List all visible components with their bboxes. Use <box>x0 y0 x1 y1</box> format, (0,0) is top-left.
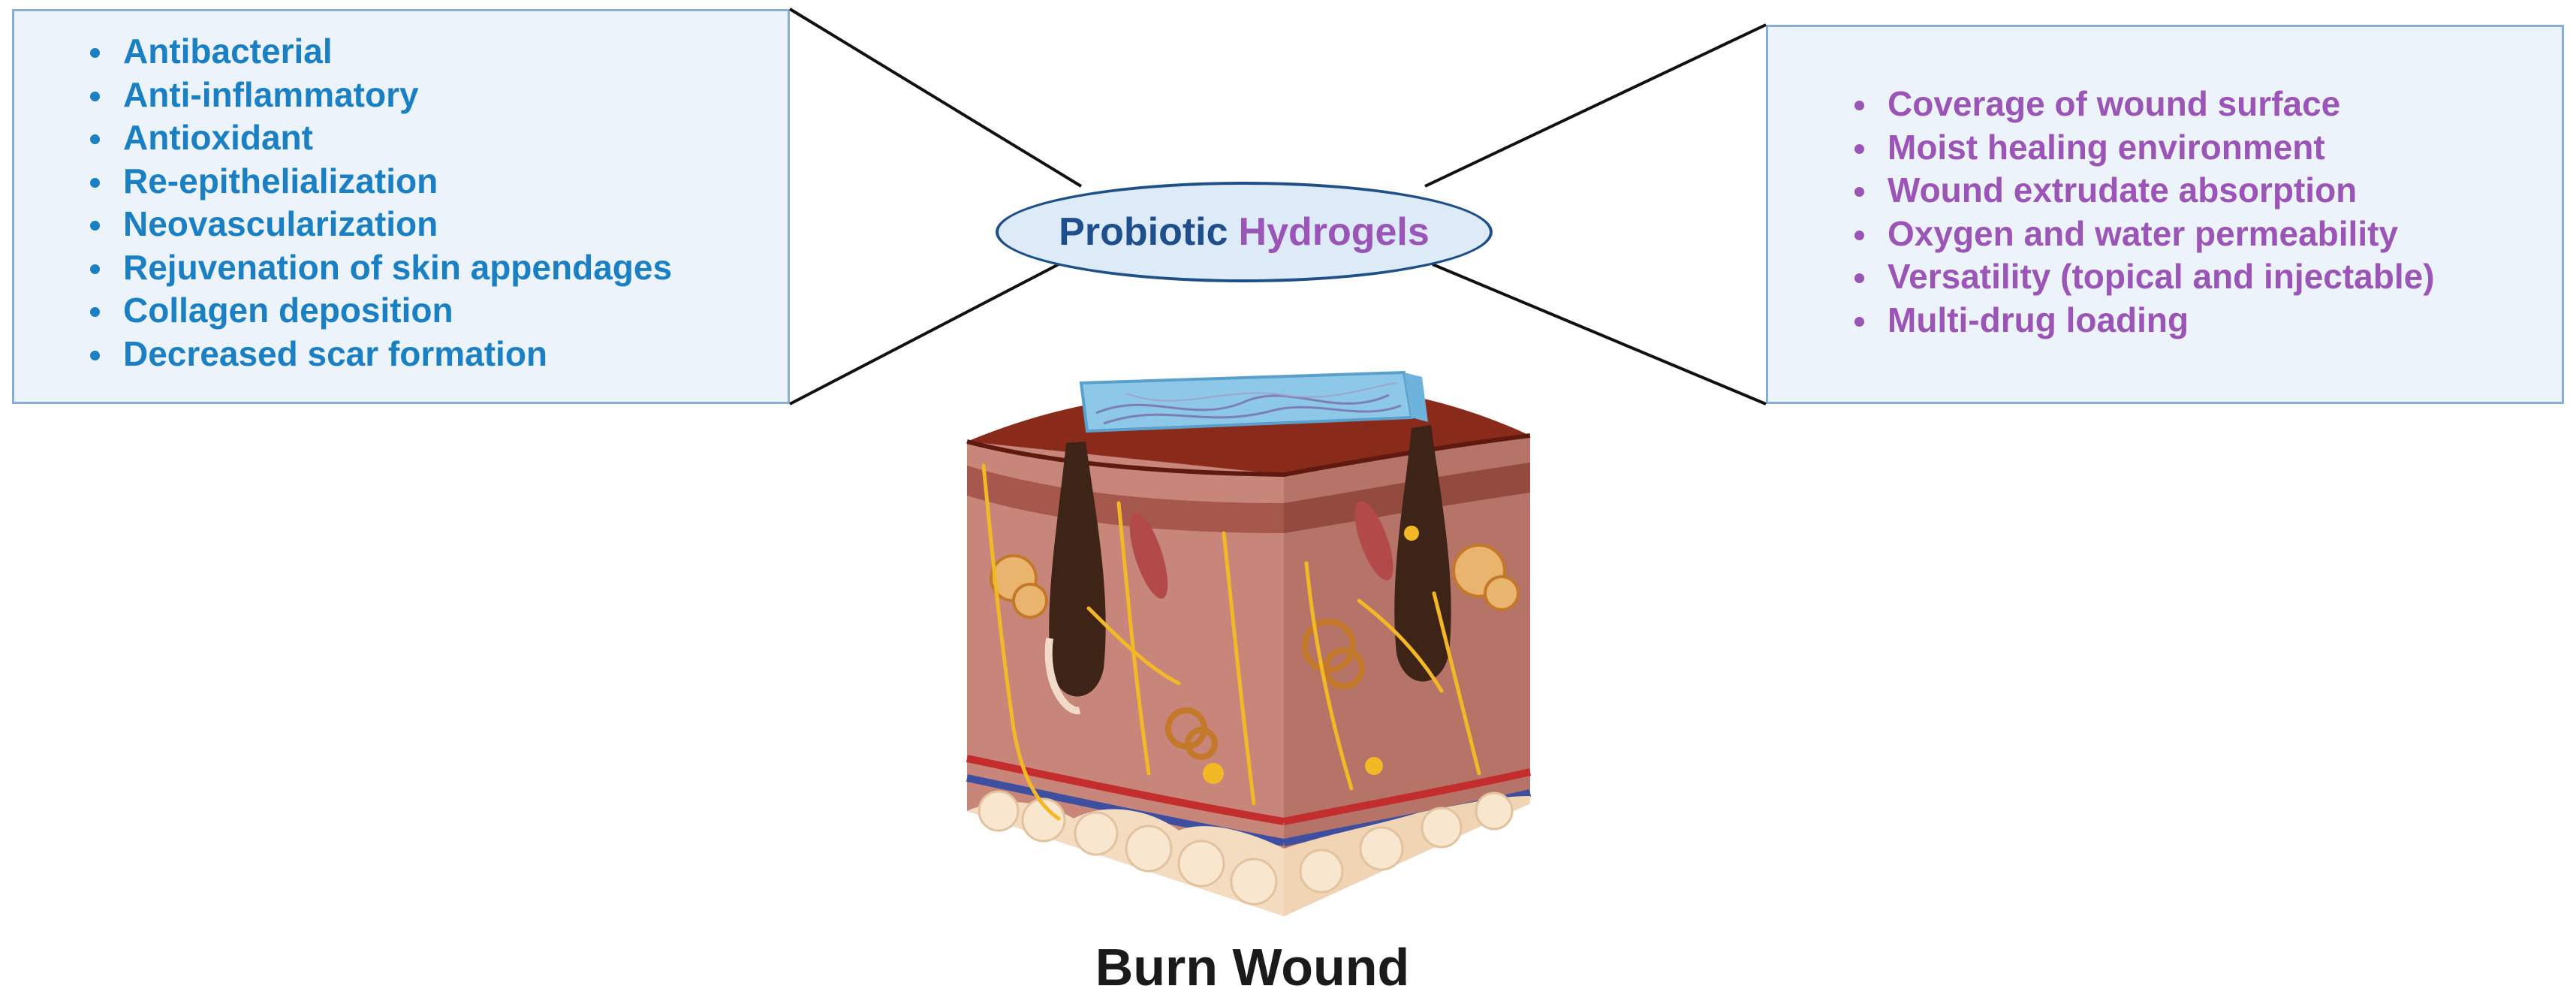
list-item: Coverage of wound surface <box>1848 83 2435 126</box>
connector-line-right-top <box>1424 23 1767 188</box>
hair-follicle-left <box>1049 442 1106 697</box>
hydrogel-properties-list: Coverage of wound surface Moist healing … <box>1848 83 2435 342</box>
list-item: Decreased scar formation <box>84 333 672 376</box>
right-properties-panel <box>1766 25 2564 404</box>
list-item: Collagen deposition <box>84 289 672 333</box>
nerve-fibers <box>981 463 1061 821</box>
list-item: Neovascularization <box>84 203 672 246</box>
list-item: Anti-inflammatory <box>84 74 672 117</box>
list-item: Rejuvenation of skin appendages <box>84 246 672 290</box>
list-item: Versatility (topical and injectable) <box>1848 255 2435 299</box>
list-item: Oxygen and water permeability <box>1848 213 2435 256</box>
list-item: Wound extrudate absorption <box>1848 169 2435 213</box>
hub-word-probiotic: Probiotic <box>1059 210 1228 254</box>
hydrogel-dressing <box>1079 370 1428 433</box>
list-item: Multi-drug loading <box>1848 299 2435 342</box>
left-benefits-panel <box>12 9 790 404</box>
list-item: Antibacterial <box>84 30 672 74</box>
probiotic-hydrogels-hub: Probiotic Hydrogels <box>996 182 1493 282</box>
connector-line-left-top <box>788 8 1083 188</box>
hair-follicle-right <box>1394 425 1451 682</box>
hub-word-hydrogels: Hydrogels <box>1238 210 1430 254</box>
biological-benefits-list: Antibacterial Anti-inflammatory Antioxid… <box>84 30 672 375</box>
list-item: Re-epithelialization <box>84 160 672 204</box>
connector-line-right-bottom <box>1432 263 1767 406</box>
burn-wound-label: Burn Wound <box>1095 938 1410 996</box>
burn-wound-skin-illustration <box>966 370 1532 916</box>
list-item: Antioxidant <box>84 116 672 160</box>
connector-line-left-bottom <box>789 263 1059 406</box>
list-item: Moist healing environment <box>1848 126 2435 170</box>
